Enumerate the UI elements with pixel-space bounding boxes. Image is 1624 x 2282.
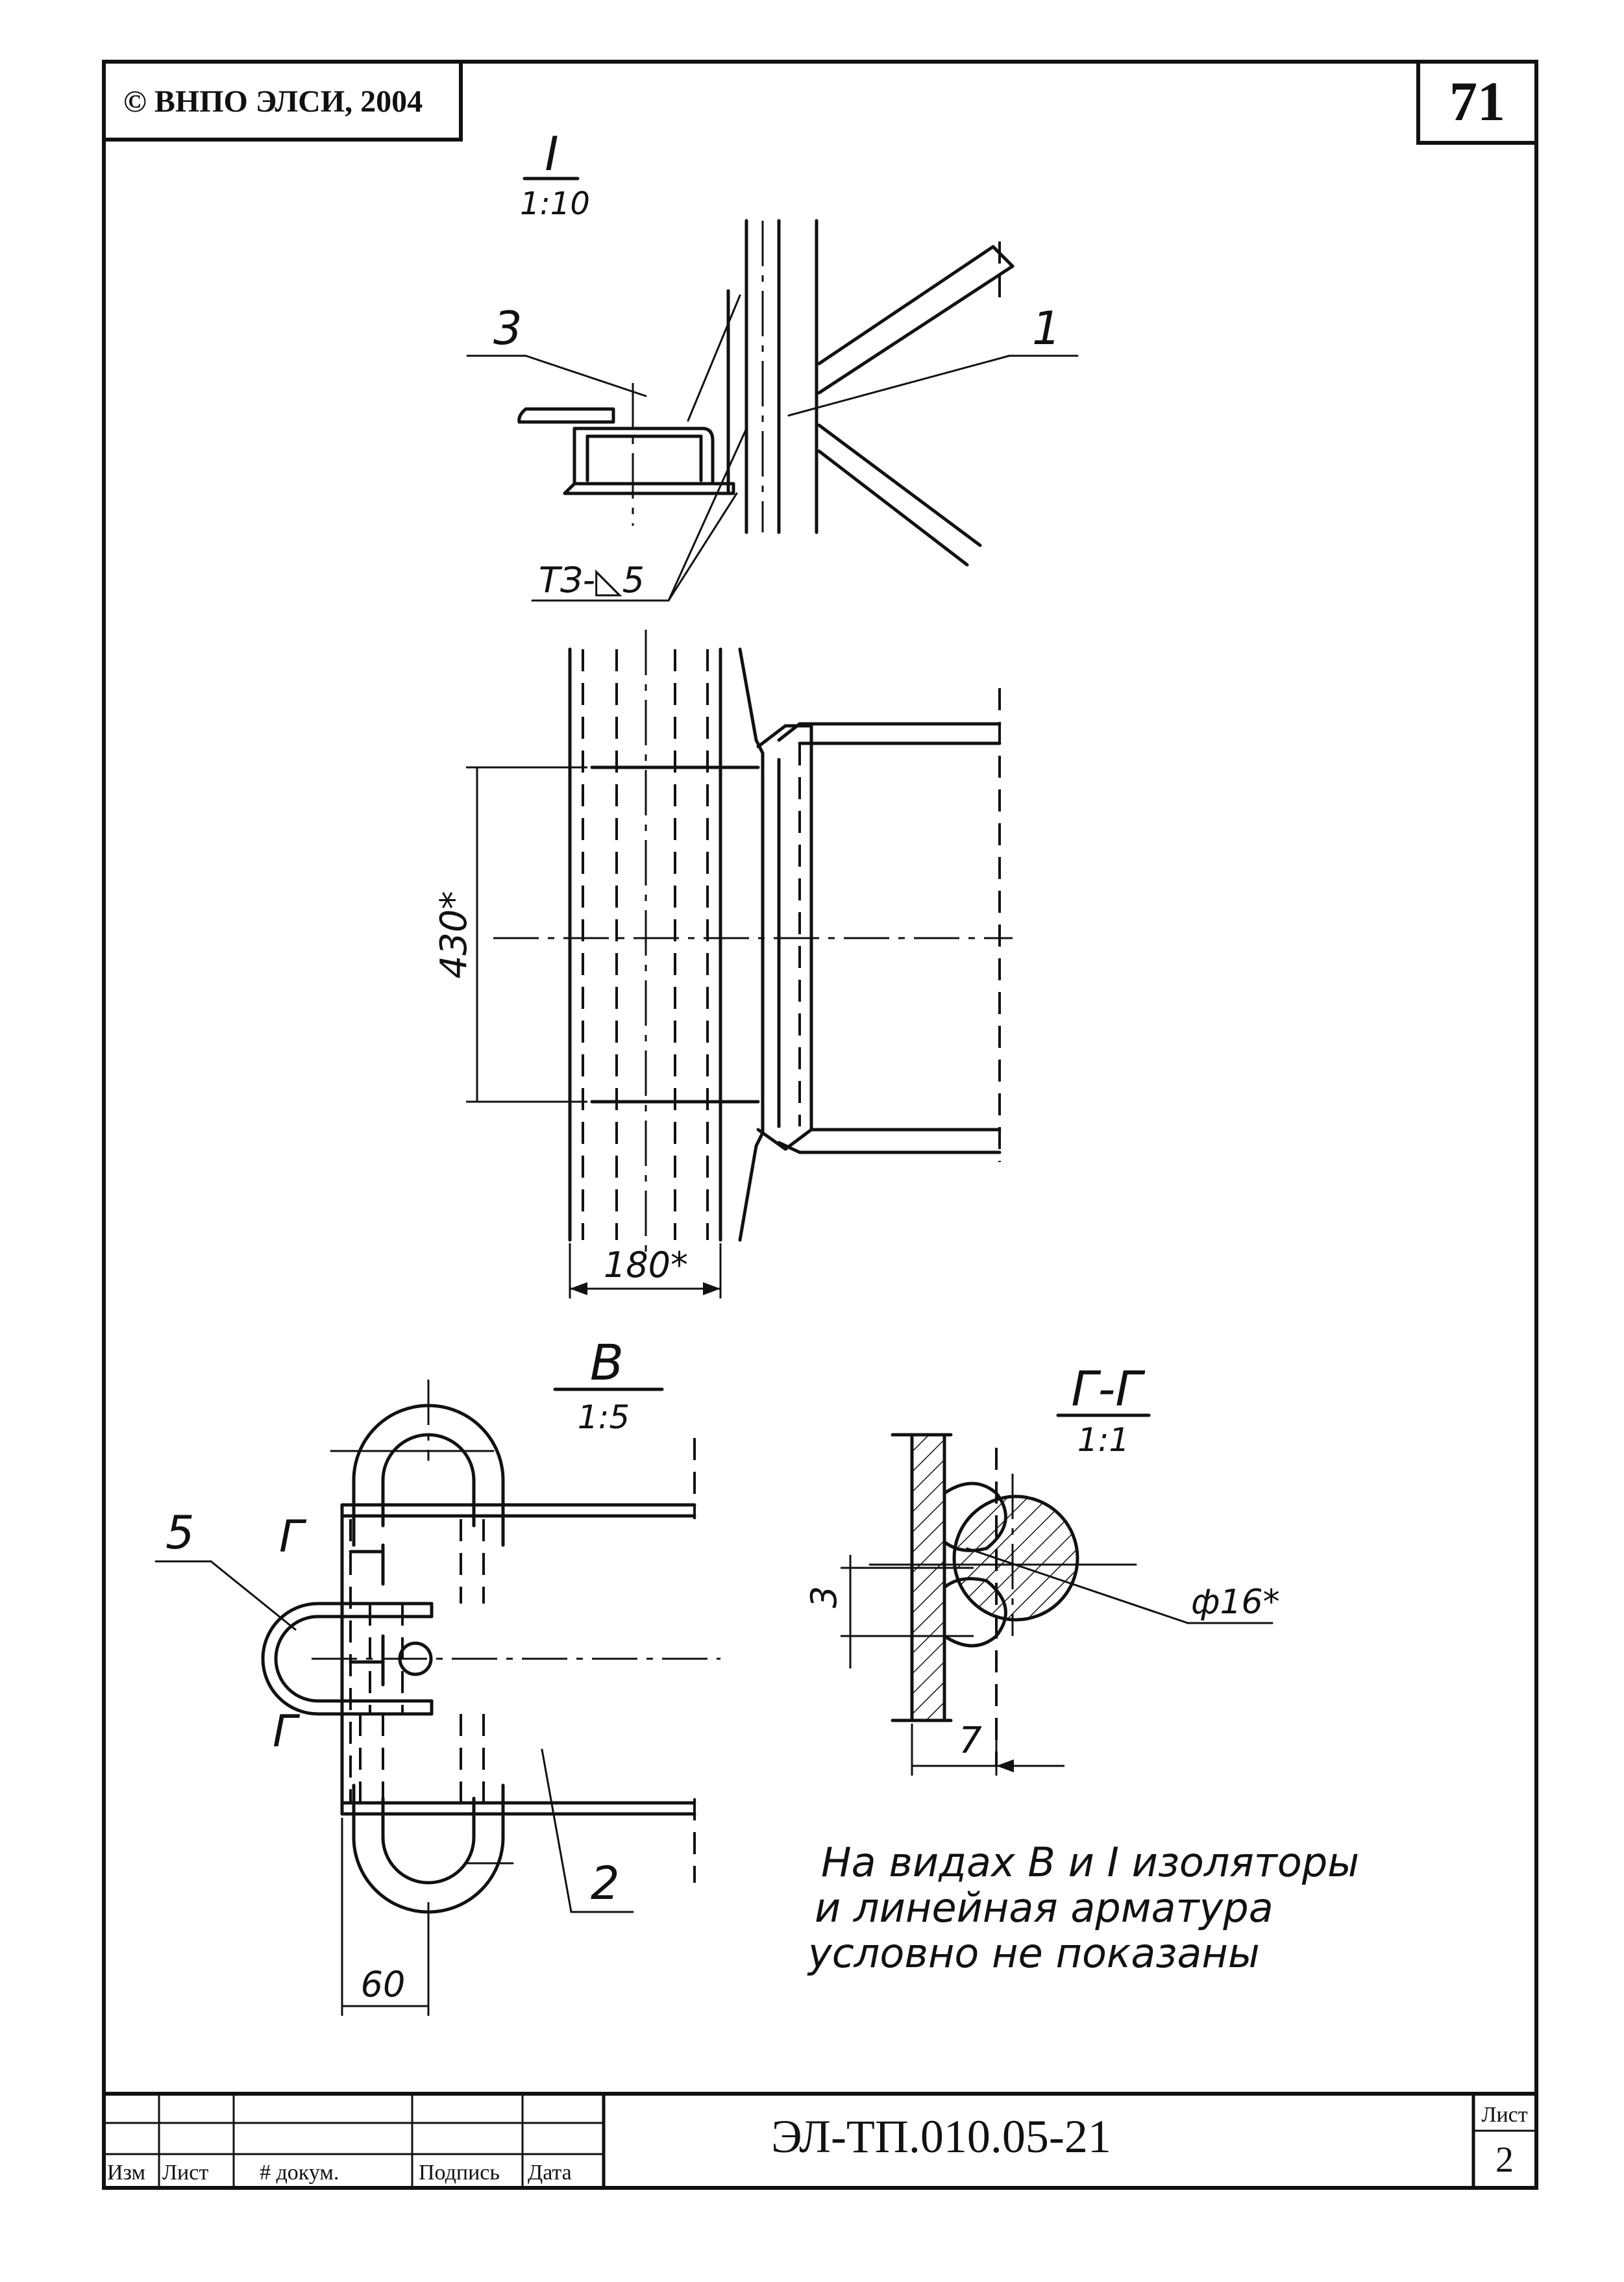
tb-col-date: Дата bbox=[528, 2161, 572, 2185]
tb-designation: ЭЛ-ТП.010.05-21 bbox=[771, 2111, 1111, 2163]
title-block: Изм Лист # докум. Подпись Дата ЭЛ-ТП.010… bbox=[103, 2092, 1538, 2190]
drawing-frame bbox=[102, 60, 1538, 2190]
tb-col-list: Лист bbox=[162, 2161, 208, 2185]
page-number: 71 bbox=[1449, 70, 1505, 132]
copyright-box: © ВНПО ЭЛСИ, 2004 bbox=[102, 60, 463, 142]
section-gg-label: Г-Г bbox=[1071, 1361, 1146, 1417]
section-gg-scale: 1:1 bbox=[1077, 1421, 1129, 1459]
section-mark-bottom: Г bbox=[273, 1706, 301, 1757]
copyright-text: © ВНПО ЭЛСИ, 2004 bbox=[123, 84, 423, 119]
callout-1: 1 bbox=[1032, 302, 1061, 355]
main-view: 430* 180* bbox=[433, 630, 1013, 1298]
dim-430: 430* bbox=[433, 891, 475, 979]
diameter-label: ф16* bbox=[1191, 1583, 1280, 1622]
weld-callout: ТЗ-◺5 bbox=[539, 560, 645, 601]
tb-sheet-number: 2 bbox=[1495, 2140, 1514, 2180]
dim-180: 180* bbox=[604, 1245, 688, 1285]
view-b-scale: 1:5 bbox=[578, 1398, 630, 1436]
dim-3: 3 bbox=[804, 1586, 844, 1608]
section-gg: Г-Г 1:1 3 7 ф16* bbox=[804, 1361, 1280, 1776]
view-i: I 1:10 3 1 ТЗ-◺5 bbox=[466, 127, 1079, 602]
note: На видах В и I изоляторы и линейная арма… bbox=[807, 1839, 1359, 1977]
page-number-box: 71 bbox=[1416, 60, 1538, 145]
view-i-label: I bbox=[545, 127, 558, 181]
callout-2: 2 bbox=[591, 1857, 620, 1910]
tb-col-doc: # докум. bbox=[260, 2161, 339, 2185]
note-line-2: и линейная арматура bbox=[815, 1884, 1273, 1931]
dim-7: 7 bbox=[959, 1720, 982, 1762]
note-line-1: На видах В и I изоляторы bbox=[821, 1839, 1359, 1886]
callout-5: 5 bbox=[166, 1506, 195, 1559]
view-b: В 1:5 Г bbox=[154, 1333, 720, 2016]
tb-col-sign: Подпись bbox=[419, 2161, 500, 2185]
view-i-scale: 1:10 bbox=[520, 186, 590, 222]
note-line-3: условно не показаны bbox=[807, 1929, 1260, 1977]
view-b-label: В bbox=[590, 1333, 624, 1391]
tb-sheet-label: Лист bbox=[1481, 2103, 1527, 2127]
dim-60: 60 bbox=[361, 1964, 406, 2005]
section-mark-top: Г bbox=[279, 1511, 307, 1563]
callout-3: 3 bbox=[493, 302, 523, 355]
tb-col-izm: Изм bbox=[107, 2161, 145, 2185]
